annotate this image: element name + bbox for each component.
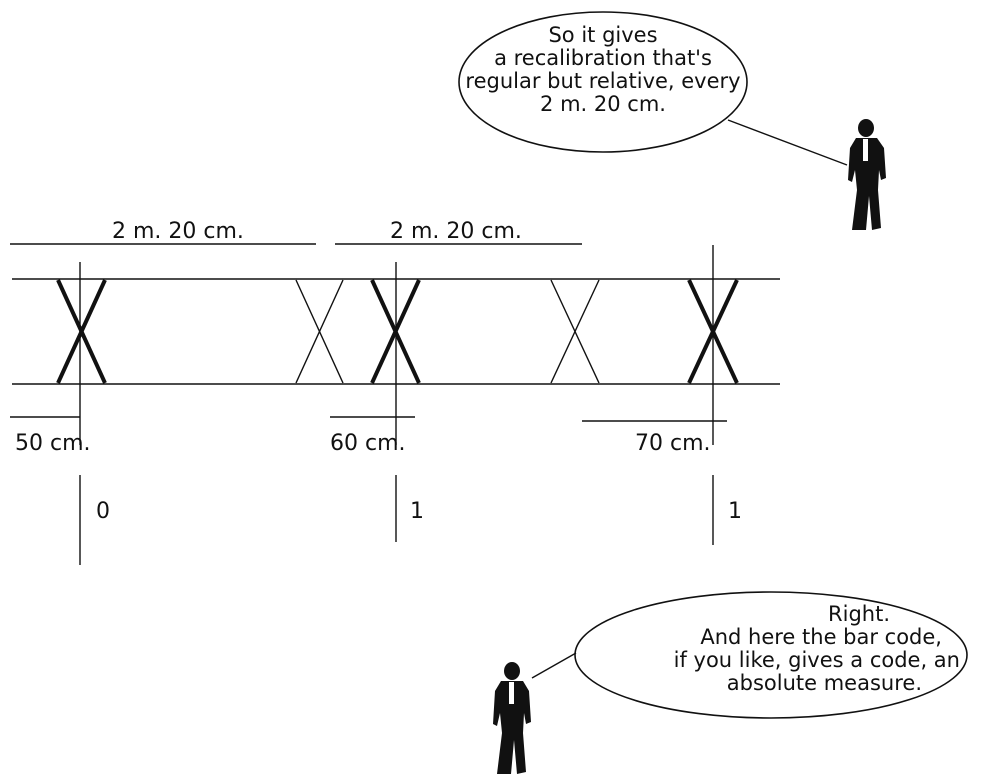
measure-label-50: 50 cm. <box>15 431 91 456</box>
code-digit-1: 0 <box>96 499 110 524</box>
speech-bottom-line-1: Right. <box>828 602 890 626</box>
speech-top-line-1: So it gives <box>548 23 658 47</box>
speech-top-line-2: a recalibration that's <box>494 46 712 70</box>
person-silhouette-bottom <box>493 662 531 774</box>
speech-text-bottom: Right. And here the bar code, if you lik… <box>600 603 962 695</box>
speech-top-line-4: 2 m. 20 cm. <box>540 92 666 116</box>
x-marker-thin-2 <box>550 279 600 384</box>
speech-bottom-line-3: if you like, gives a code, an <box>673 648 960 672</box>
x-marker-thick-1 <box>56 279 107 384</box>
speech-top-line-3: regular but relative, every <box>465 69 741 93</box>
speech-text-top: So it gives a recalibration that's regul… <box>463 24 743 116</box>
spacing-label-2: 2 m. 20 cm. <box>390 219 522 244</box>
spacing-label-1: 2 m. 20 cm. <box>112 219 244 244</box>
measure-label-70: 70 cm. <box>635 431 711 456</box>
code-digit-2: 1 <box>410 499 424 524</box>
speech-bubble-bottom <box>531 591 968 719</box>
measure-label-60: 60 cm. <box>330 431 406 456</box>
speech-bottom-line-4: absolute measure. <box>726 671 922 695</box>
person-silhouette-top <box>848 119 886 230</box>
speech-bottom-line-2: And here the bar code, <box>700 625 942 649</box>
speech-bubble-top <box>458 11 848 166</box>
x-marker-thin-1 <box>295 279 344 384</box>
measure-lines <box>10 416 727 422</box>
code-digit-3: 1 <box>728 499 742 524</box>
